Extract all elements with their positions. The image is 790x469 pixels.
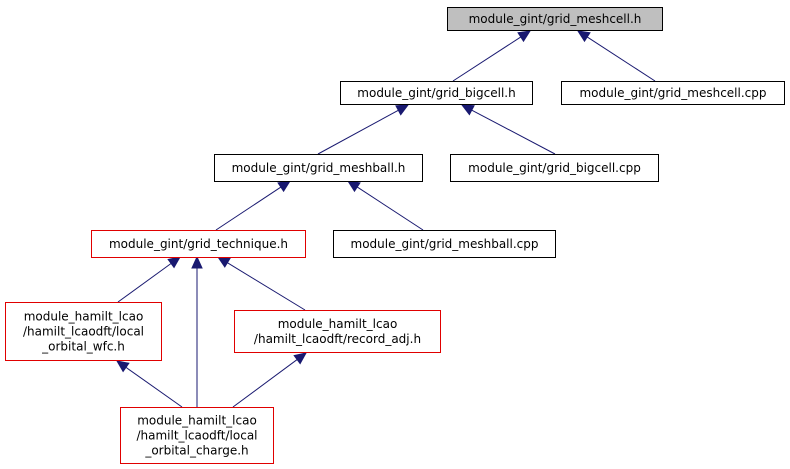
node-bigcell-cpp[interactable]: module_gint/grid_bigcell.cpp xyxy=(450,154,659,182)
edge-meshball_cpp-to-meshball_h xyxy=(346,180,424,231)
node-label: /hamilt_lcaodft/local xyxy=(23,325,144,339)
edge-local_orbital_charge_h-to-technique_h xyxy=(191,255,203,407)
node-box[interactable] xyxy=(333,230,556,258)
node-technique-h[interactable]: module_gint/grid_technique.h xyxy=(91,230,306,258)
edge-line xyxy=(232,358,299,408)
node-meshcell-h[interactable]: module_gint/grid_meshcell.h xyxy=(447,7,663,31)
edge-arrowhead xyxy=(517,30,532,43)
edge-local_orbital_charge_h-to-record_adj_h xyxy=(232,352,307,408)
nodes-layer: module_gint/grid_meshcell.h module_gint/g… xyxy=(5,7,785,464)
edge-line xyxy=(317,109,400,155)
edge-line xyxy=(215,186,282,231)
edge-arrowhead xyxy=(116,360,130,373)
node-record-adj-h[interactable]: module_hamilt_lcao/hamilt_lcaodft/record… xyxy=(234,310,441,353)
node-box[interactable] xyxy=(340,81,533,105)
edge-meshball_h-to-bigcell_h xyxy=(317,104,410,155)
edge-arrowhead xyxy=(576,30,591,43)
node-label: /hamilt_lcaodft/local xyxy=(136,429,257,443)
edge-line xyxy=(226,261,306,311)
edge-arrowhead xyxy=(216,256,231,268)
edge-line xyxy=(117,262,173,303)
node-label: module_gint/grid_bigcell.h xyxy=(357,86,515,100)
edge-bigcell_h-to-meshcell_h xyxy=(452,30,532,82)
edge-arrowhead xyxy=(346,180,361,193)
node-label: module_gint/grid_bigcell.cpp xyxy=(468,161,641,175)
node-box[interactable] xyxy=(120,407,274,464)
node-box[interactable] xyxy=(214,154,423,182)
edge-meshcell_cpp-to-meshcell_h xyxy=(576,30,656,82)
node-local-orbital-wfc-h[interactable]: module_hamilt_lcao/hamilt_lcaodft/local_… xyxy=(5,302,162,361)
node-label: module_gint/grid_meshcell.cpp xyxy=(579,86,766,100)
node-local-orbital-charge-h[interactable]: module_hamilt_lcao/hamilt_lcaodft/local_… xyxy=(120,407,274,464)
edge-line xyxy=(124,366,183,408)
edge-arrowhead xyxy=(293,352,307,365)
edge-line xyxy=(470,109,556,155)
node-label: module_gint/grid_meshcell.h xyxy=(469,12,642,26)
node-box[interactable] xyxy=(91,230,306,258)
node-label: module_gint/grid_technique.h xyxy=(109,237,288,251)
node-label: _orbital_charge.h xyxy=(144,444,248,458)
edges-layer xyxy=(116,30,656,408)
node-bigcell-h[interactable]: module_gint/grid_bigcell.h xyxy=(340,81,533,105)
edge-line xyxy=(586,36,656,82)
edge-local_orbital_charge_h-to-local_orbital_wfc_h xyxy=(116,360,183,408)
edge-arrowhead xyxy=(395,104,410,116)
node-meshball-cpp[interactable]: module_gint/grid_meshball.cpp xyxy=(333,230,556,258)
node-label: module_hamilt_lcao xyxy=(137,414,257,428)
node-label: module_gint/grid_meshball.h xyxy=(232,161,406,175)
edge-record_adj_h-to-technique_h xyxy=(216,256,306,311)
node-label: module_hamilt_lcao xyxy=(278,317,398,331)
node-box[interactable] xyxy=(447,7,663,31)
node-meshball-h[interactable]: module_gint/grid_meshball.h xyxy=(214,154,423,182)
node-box[interactable] xyxy=(5,302,162,361)
edge-arrowhead xyxy=(167,256,181,269)
node-box[interactable] xyxy=(234,310,441,353)
edge-technique_h-to-meshball_h xyxy=(215,180,292,231)
node-label: /hamilt_lcaodft/record_adj.h xyxy=(254,332,421,346)
edge-arrowhead xyxy=(460,104,475,116)
edge-local_orbital_wfc_h-to-technique_h xyxy=(117,256,181,303)
node-label: module_hamilt_lcao xyxy=(24,310,144,324)
edge-arrowhead xyxy=(277,180,292,193)
edge-bigcell_cpp-to-bigcell_h xyxy=(460,104,556,155)
node-box[interactable] xyxy=(450,154,659,182)
node-label: _orbital_wfc.h xyxy=(41,340,125,354)
edge-line xyxy=(452,36,522,82)
node-meshcell-cpp[interactable]: module_gint/grid_meshcell.cpp xyxy=(561,81,785,105)
node-label: module_gint/grid_meshball.cpp xyxy=(351,237,539,251)
edge-arrowhead xyxy=(191,255,203,269)
edge-line xyxy=(356,186,424,231)
node-box[interactable] xyxy=(561,81,785,105)
